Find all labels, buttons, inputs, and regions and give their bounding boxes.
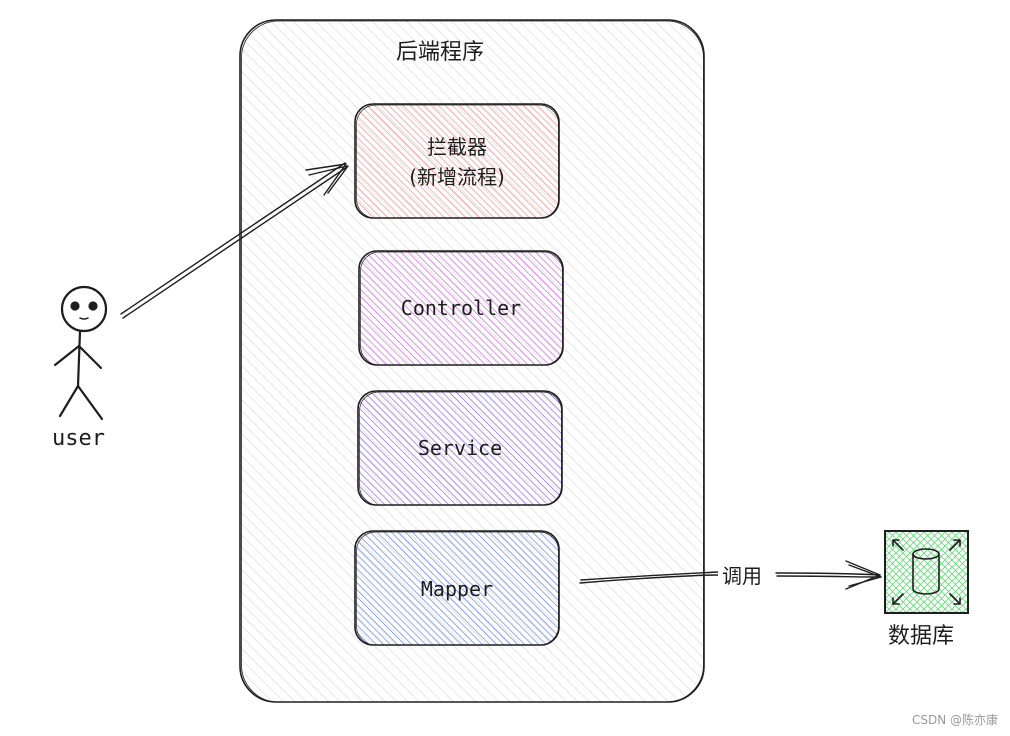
interceptor-title: 拦截器	[427, 135, 487, 159]
mapper-label: Mapper	[420, 577, 494, 601]
controller-box	[358, 250, 564, 366]
user-label: user	[52, 426, 105, 451]
watermark: CSDN @陈亦康	[911, 713, 998, 727]
interceptor-label: 拦截器 (新增流程)	[355, 132, 559, 192]
call-edge-label: 调用	[718, 560, 766, 589]
interceptor-box	[354, 103, 560, 219]
controller-label: Controller	[400, 296, 522, 320]
interceptor-subtitle: (新增流程)	[409, 165, 505, 189]
arrow-mapper-to-database	[579, 560, 882, 590]
arrow-user-to-interceptor	[120, 162, 349, 319]
stick-figure-icon	[53, 285, 108, 421]
service-label: Service	[417, 436, 503, 460]
service-box	[357, 390, 563, 506]
mapper-box	[354, 530, 560, 646]
database-cylinder-icon	[884, 530, 969, 614]
database-label: 数据库	[888, 624, 955, 649]
container-title: 后端程序	[396, 40, 485, 65]
